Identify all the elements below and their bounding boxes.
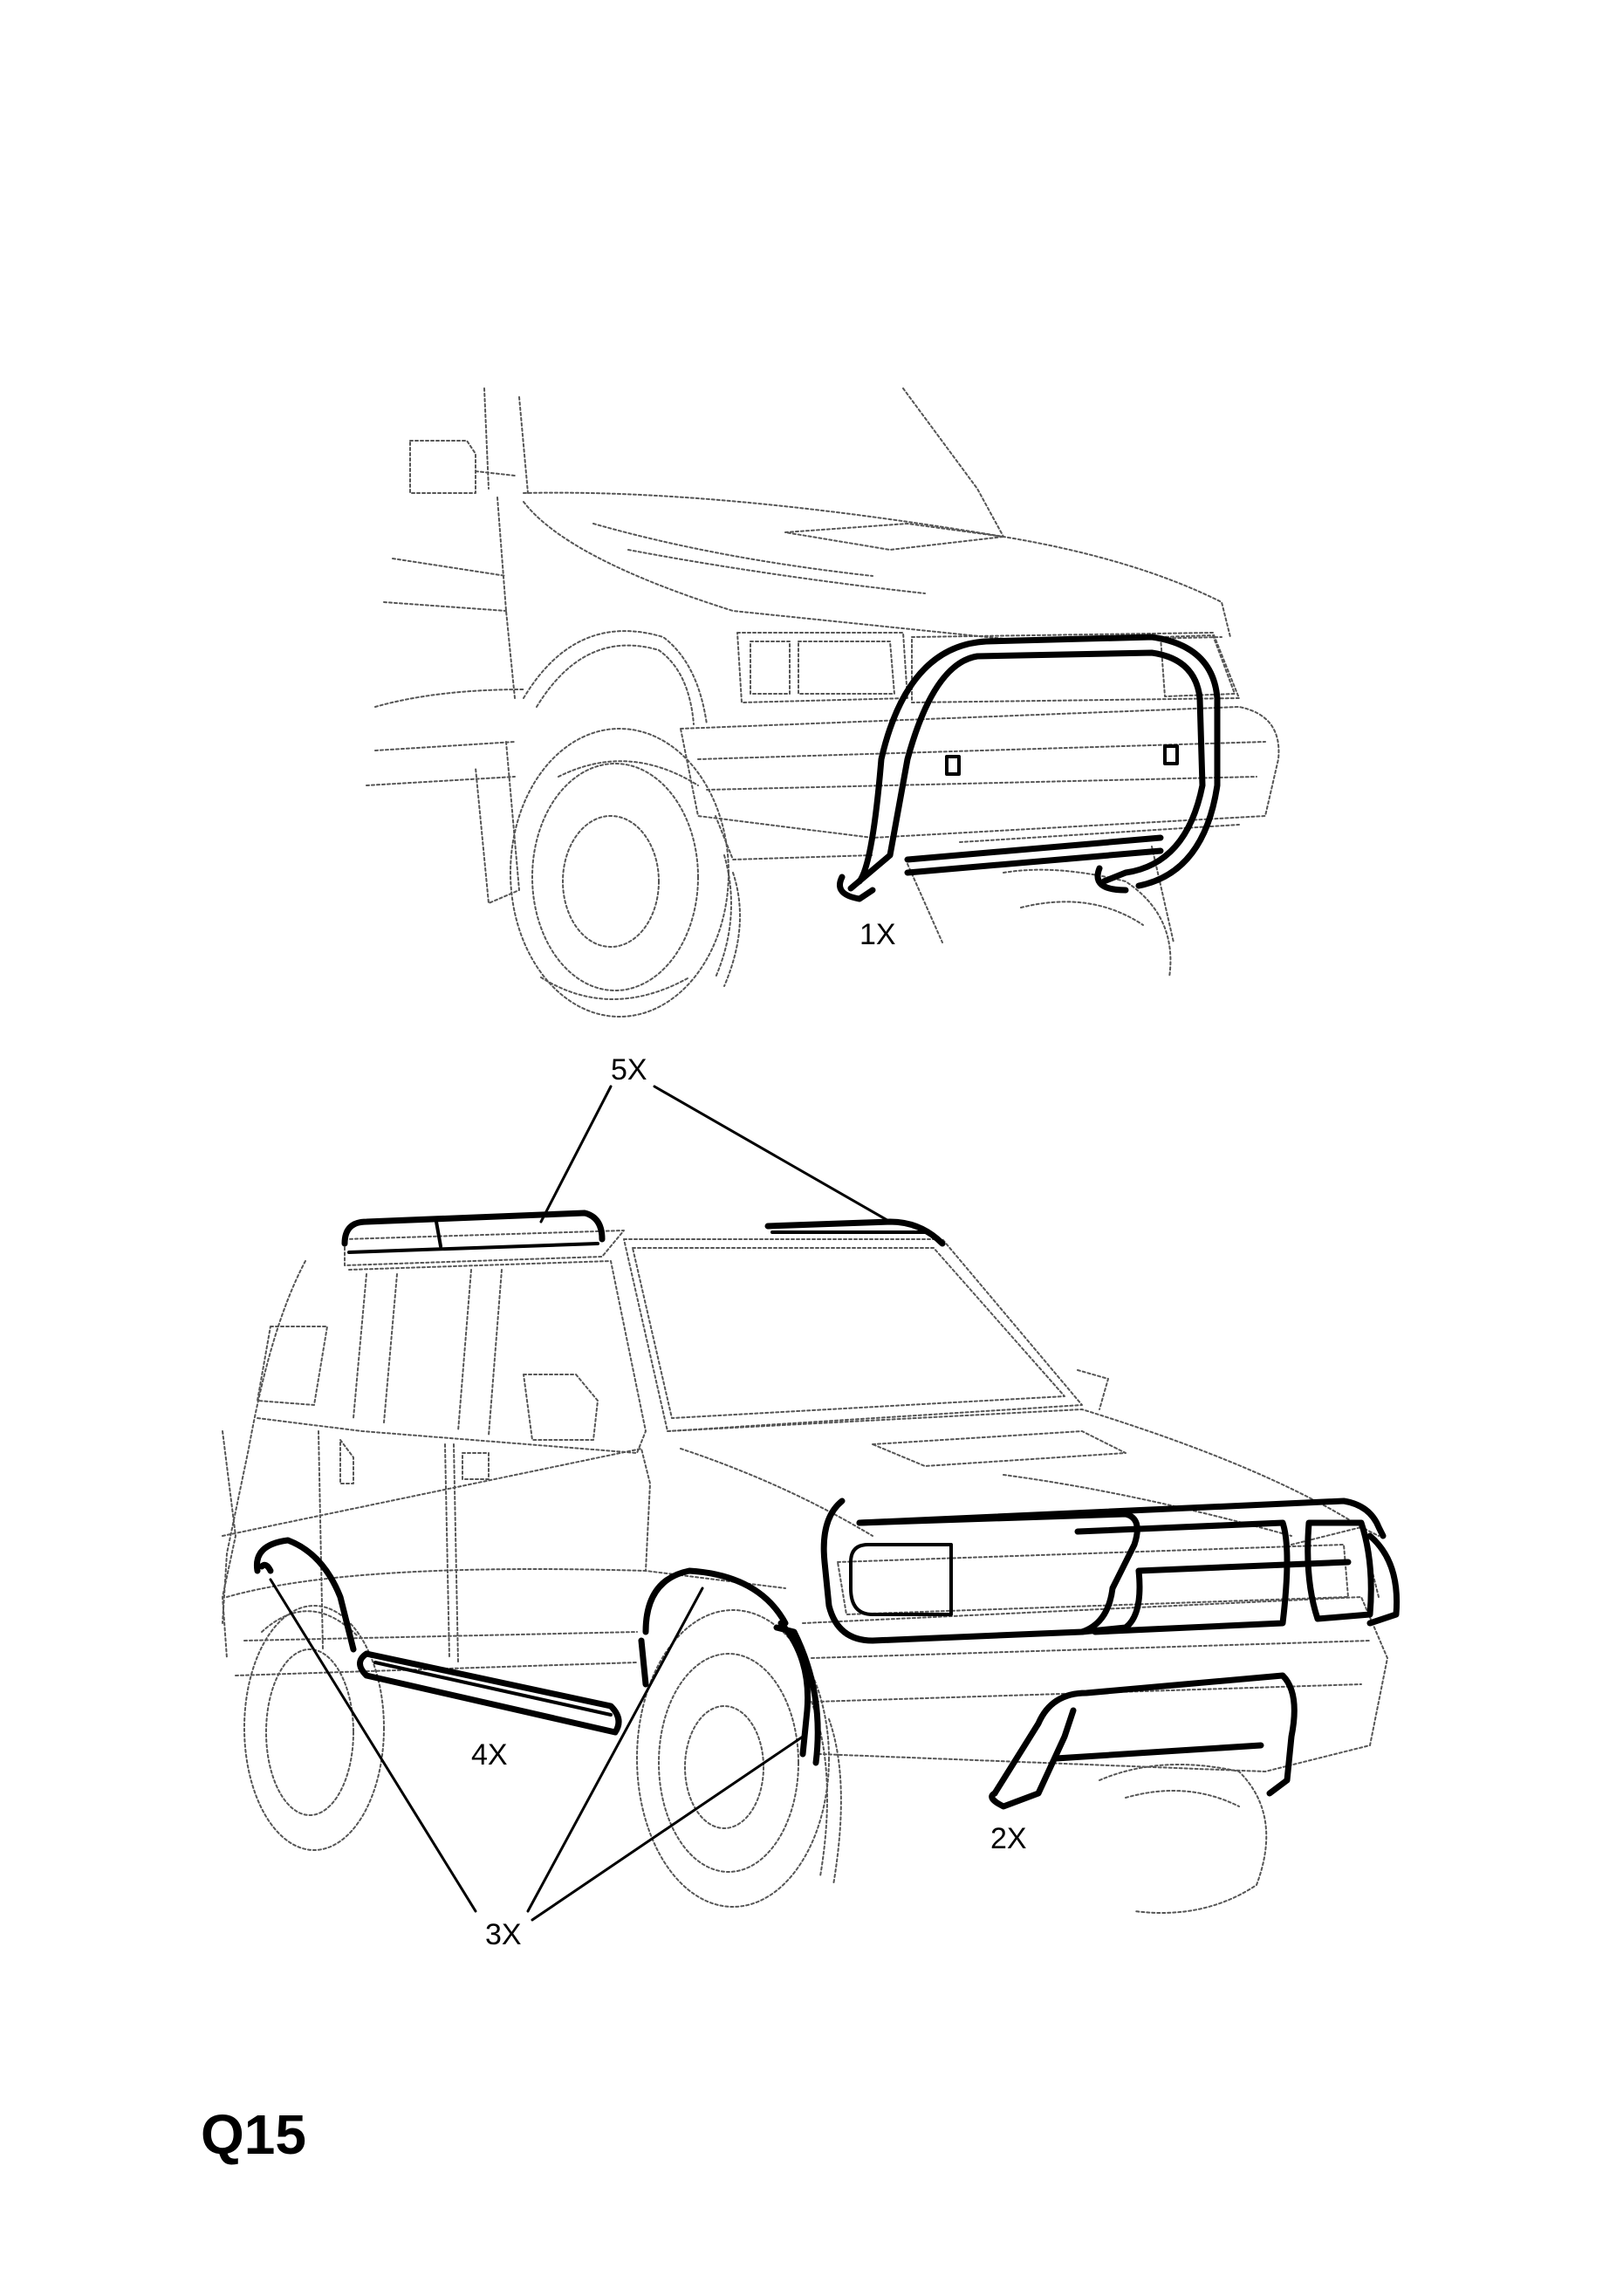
full-vehicle-sketch	[222, 1230, 1388, 1914]
front-bull-bar	[837, 634, 1221, 902]
page-code: Q15	[201, 2103, 306, 2166]
callout-3x: 3X	[485, 1918, 522, 1951]
leader-lines	[269, 1085, 892, 1922]
callout-4x: 4X	[471, 1738, 508, 1772]
callout-2x: 2X	[990, 1822, 1027, 1855]
grille-guard	[820, 1498, 1400, 1810]
wheel-arch-flares	[253, 1537, 821, 1766]
roof-rails	[341, 1210, 946, 1254]
front-vehicle-sketch	[366, 387, 1280, 1018]
side-step	[357, 1650, 622, 1736]
callout-5x: 5X	[611, 1053, 647, 1086]
callout-1x: 1X	[859, 918, 896, 951]
